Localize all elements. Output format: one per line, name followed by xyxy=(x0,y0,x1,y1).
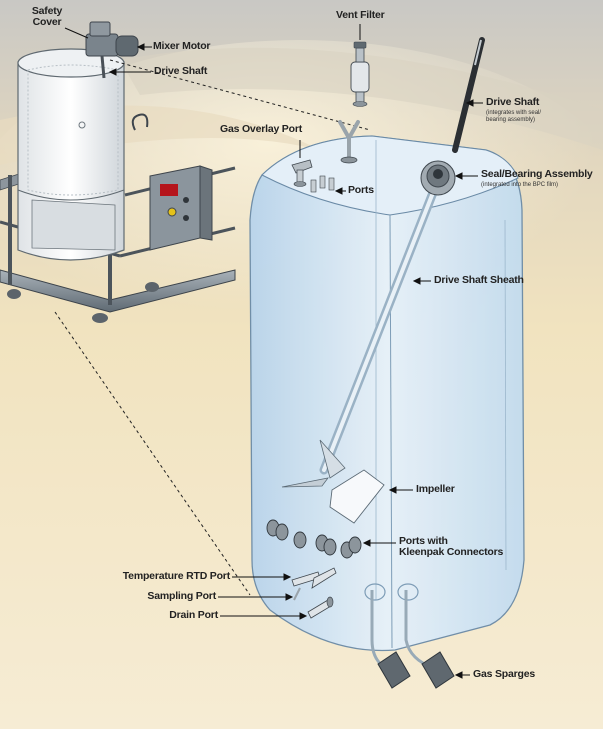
label-seal-bearing: Seal/Bearing Assembly xyxy=(481,168,593,180)
label-ports-kleenpak-line1: Ports with xyxy=(399,535,448,547)
sky-streak xyxy=(120,47,603,150)
drain-port-flange xyxy=(326,596,334,608)
gas-sparge-connector xyxy=(377,651,411,689)
gas-overlay-base xyxy=(293,181,307,187)
vent-filter-cap xyxy=(353,41,367,49)
label-drive-shaft-right: Drive Shaft xyxy=(486,96,540,108)
vent-y-connector xyxy=(338,120,360,160)
label-ports: Ports xyxy=(348,184,374,196)
leader-arrow xyxy=(412,277,421,285)
impeller-blade xyxy=(329,469,385,524)
label-vent-filter: Vent Filter xyxy=(336,9,385,21)
label-drive-shaft-left: Drive Shaft xyxy=(154,65,208,77)
bpc-bag xyxy=(249,37,525,689)
drum-bag-outline xyxy=(27,64,119,196)
drive-shaft-core xyxy=(322,183,438,472)
leader-arrow xyxy=(465,99,474,107)
motor-housing xyxy=(115,35,139,57)
gas-sparge-connector xyxy=(421,651,455,689)
label-drive-shaft-sheath: Drive Shaft Sheath xyxy=(434,274,524,286)
external-drive-shaft-highlight xyxy=(474,39,482,66)
label-ports-kleenpak-line2: Kleenpak Connectors xyxy=(399,546,504,559)
control-box-side xyxy=(199,165,213,241)
label-safety-cover-line1: Safety xyxy=(31,5,63,17)
leader-arrow xyxy=(299,612,308,620)
impeller-blade xyxy=(281,477,329,488)
vent-filter-body xyxy=(350,61,370,93)
caster-wheel xyxy=(92,313,108,323)
leader-arrow xyxy=(136,43,145,51)
caster-wheel xyxy=(145,282,159,292)
seal-bearing-core xyxy=(433,169,443,179)
label-mixer-motor: Mixer Motor xyxy=(153,40,211,52)
control-box xyxy=(149,165,201,251)
top-port xyxy=(310,179,317,193)
label-drain-port: Drain Port xyxy=(169,609,218,621)
label-impeller: Impeller xyxy=(416,483,455,495)
leader-arrow xyxy=(285,593,294,601)
bag-fold xyxy=(389,214,393,649)
leader-arrow xyxy=(334,187,343,195)
label-drive-shaft-note-line1: (integrates with seal/ xyxy=(486,110,542,116)
label-drive-shaft-note-line2: bearing assembly) xyxy=(486,116,536,123)
mixer-stand xyxy=(0,21,236,323)
kleenpak-connector xyxy=(275,523,289,541)
label-temperature-rtd: Temperature RTD Port xyxy=(122,570,230,582)
vent-filter-flange xyxy=(352,101,368,107)
vent-filter-neck xyxy=(355,47,365,63)
sampling-port-tube xyxy=(293,587,301,601)
vent-port-base xyxy=(340,156,358,164)
label-seal-bearing-note: (integrated into the BPC film) xyxy=(481,182,559,188)
label-safety-cover-line2: Cover xyxy=(32,16,62,29)
projection-line xyxy=(109,59,371,131)
caster-wheel xyxy=(7,289,21,299)
top-port xyxy=(328,177,335,191)
sparger-ring xyxy=(397,583,419,601)
vent-filter-outlet xyxy=(355,91,365,103)
kleenpak-ports xyxy=(266,519,362,559)
bag-inner-edge xyxy=(504,219,507,571)
drive-shaft-rod xyxy=(100,55,106,79)
leader-arrow xyxy=(454,172,463,180)
leader-arrow xyxy=(283,573,292,581)
leader-arrow xyxy=(362,539,371,547)
cable-hook xyxy=(131,113,149,131)
sampling-port xyxy=(311,567,337,589)
label-drive-shaft-note: (integrates with seal/ bearing assembly) xyxy=(486,110,541,124)
mixer-motor xyxy=(85,33,119,57)
sparger-ring xyxy=(364,583,386,601)
leader-lines xyxy=(64,24,483,679)
leader-arrow xyxy=(108,68,117,76)
leader-arrow xyxy=(388,486,397,494)
drum-window xyxy=(31,199,116,251)
kleenpak-connector xyxy=(323,538,337,556)
bag-top-face xyxy=(261,135,519,216)
label-ports-kleenpak: Ports with Kleenpak Connectors xyxy=(399,535,504,559)
top-port xyxy=(319,175,326,189)
label-gas-sparges: Gas Sparges xyxy=(473,668,535,680)
motor-cap xyxy=(89,21,111,37)
control-button xyxy=(183,197,189,203)
label-safety-cover: Safety Cover xyxy=(28,5,66,29)
impeller-blade xyxy=(319,439,346,479)
drum-lower-band xyxy=(17,189,125,201)
kleenpak-connector xyxy=(293,531,307,549)
control-display xyxy=(160,184,178,196)
leader-arrow xyxy=(454,671,463,679)
label-gas-overlay-port: Gas Overlay Port xyxy=(220,123,303,135)
control-knob xyxy=(167,207,177,217)
control-button xyxy=(183,215,189,221)
drum-sensor xyxy=(78,121,86,129)
label-sampling-port: Sampling Port xyxy=(147,590,216,602)
kleenpak-connector xyxy=(348,536,362,554)
leader-safety-cover xyxy=(64,27,89,39)
